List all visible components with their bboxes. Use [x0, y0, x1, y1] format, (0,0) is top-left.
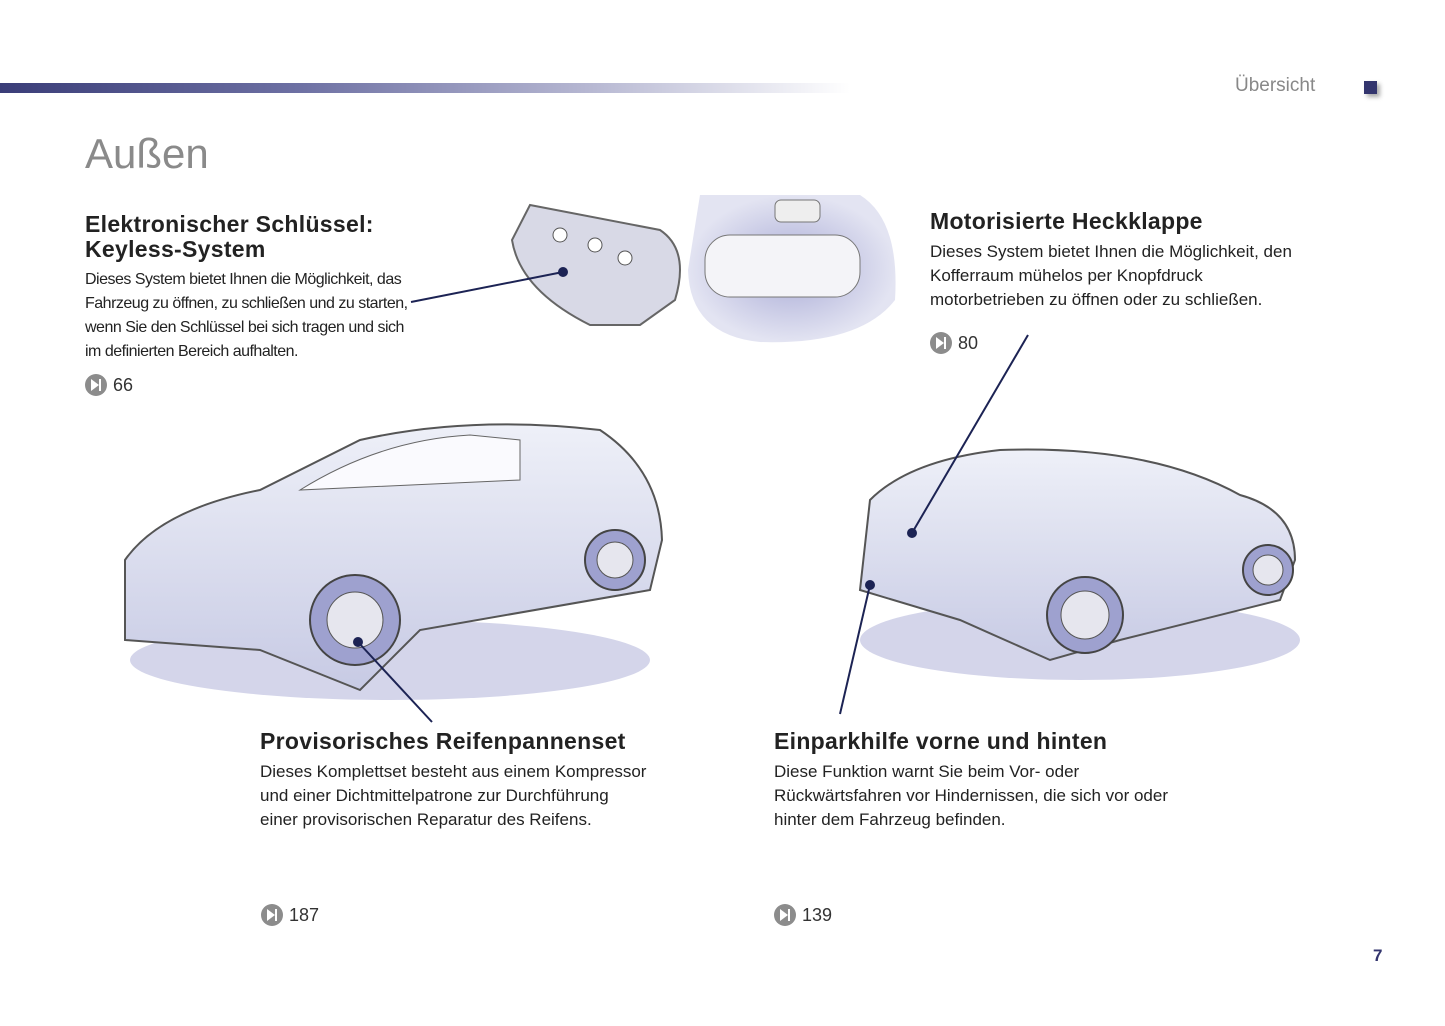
parking-aid-title: Einparkhilfe vorne und hinten — [774, 728, 1108, 754]
keyless-text: Dieses System bietet Ihnen die Möglichke… — [85, 271, 408, 360]
header-gradient-bar — [0, 83, 850, 93]
callout-lines — [353, 267, 1029, 723]
tailgate-title: Motorisierte Heckklappe — [930, 208, 1203, 234]
keyless-section: Elektronischer Schlüssel:Keyless-System … — [85, 212, 415, 364]
parking-aid-text: Diese Funktion warnt Sie beim Vor- oder … — [774, 762, 1169, 829]
rear-car-illustration — [858, 448, 1300, 680]
page-reference-icon — [85, 374, 107, 396]
page-number: 7 — [1373, 946, 1383, 965]
ref-number: 187 — [289, 904, 320, 925]
tailgate-section: Motorisierte Heckklappe Dieses System bi… — [930, 209, 1310, 312]
keyless-page-ref[interactable]: 66 — [85, 374, 133, 396]
ref-number: 66 — [113, 374, 134, 395]
tyre-kit-text: Dieses Komplettset besteht aus einem Kom… — [260, 762, 647, 829]
parking-aid-page-ref[interactable]: 139 — [774, 904, 832, 926]
keyless-title-1: Elektronischer Schlüssel: — [85, 211, 374, 237]
page-reference-icon — [261, 904, 283, 926]
key-fob-illustration — [510, 203, 681, 326]
front-car-illustration — [124, 423, 664, 700]
parking-aid-section: Einparkhilfe vorne und hinten Diese Funk… — [774, 729, 1174, 832]
ref-number: 139 — [802, 904, 833, 925]
tyre-kit-title: Provisorisches Reifenpannenset — [260, 728, 626, 754]
ref-number: 80 — [958, 332, 979, 353]
page-title: Außen — [85, 130, 209, 177]
page-reference-icon — [930, 332, 952, 354]
tyre-kit-section: Provisorisches Reifenpannenset Dieses Ko… — [260, 729, 650, 832]
tailgate-page-ref[interactable]: 80 — [930, 332, 978, 354]
section-label[interactable]: Übersicht — [1235, 75, 1316, 96]
page-reference-icon — [774, 904, 796, 926]
keyless-title-2: Keyless-System — [85, 236, 266, 262]
section-marker-icon — [1364, 81, 1377, 94]
tyre-kit-page-ref[interactable]: 187 — [261, 904, 319, 926]
keyless-range-illustration — [688, 195, 896, 343]
tailgate-text: Dieses System bietet Ihnen die Möglichke… — [930, 242, 1292, 309]
